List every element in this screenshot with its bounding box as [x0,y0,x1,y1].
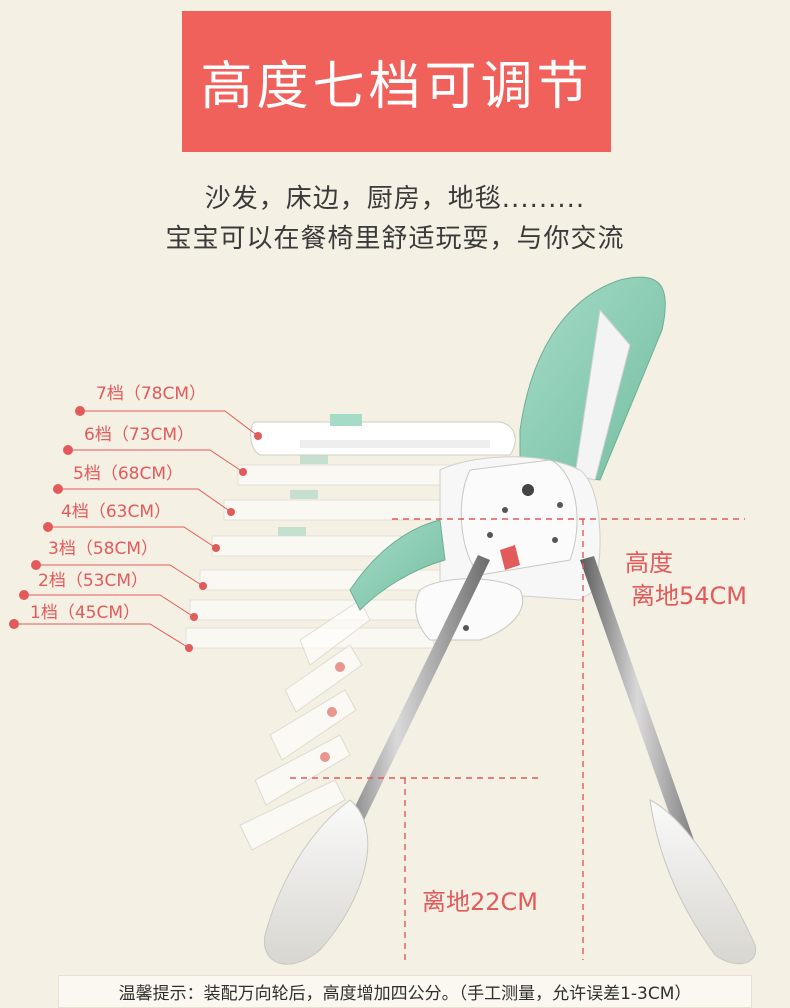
tray-top [250,414,516,456]
footer-note-text: 温馨提示：装配万向轮后，高度增加四公分。（手工测量，允许误差1-3CM） [118,984,692,1004]
measure-lines [290,518,745,960]
level-5-label: 5档（68CM） [73,464,183,484]
level-1-label: 1档（45CM） [30,603,140,623]
seat-height-label: 高度 [625,549,673,577]
ghost-footrests [239,599,371,851]
seat-cushion [349,519,446,611]
level-3-label: 3档（58CM） [48,539,158,559]
level-6-label: 6档（73CM） [84,425,194,445]
hinge-plate [460,459,578,576]
footer-note: 温馨提示：装配万向轮后，高度增加四公分。（手工测量，允许误差1-3CM） [58,975,752,1008]
seat-height-value: 离地54CM [631,582,748,610]
level-7-label: 7档（78CM） [96,384,206,404]
backrest [519,276,666,481]
rear-foot [649,799,757,965]
level-guide-lines [14,410,259,649]
banner-title: 高度七档可调节 [200,57,593,117]
level-2-label: 2档（53CM） [38,571,148,591]
rear-leg [580,556,708,884]
front-leg [322,555,490,880]
subtitle-line-2: 宝宝可以在餐椅里舒适玩耍，与你交流 [165,224,625,254]
title-banner: 高度七档可调节 [182,11,611,152]
footrest-height-label: 离地22CM [422,888,539,916]
level-dots [9,406,262,652]
subtitle-line-1: 沙发，床边，厨房，地毯......... [204,184,586,214]
recline-button [415,578,524,641]
level-4-label: 4档（63CM） [61,502,171,522]
front-foot [263,799,369,965]
